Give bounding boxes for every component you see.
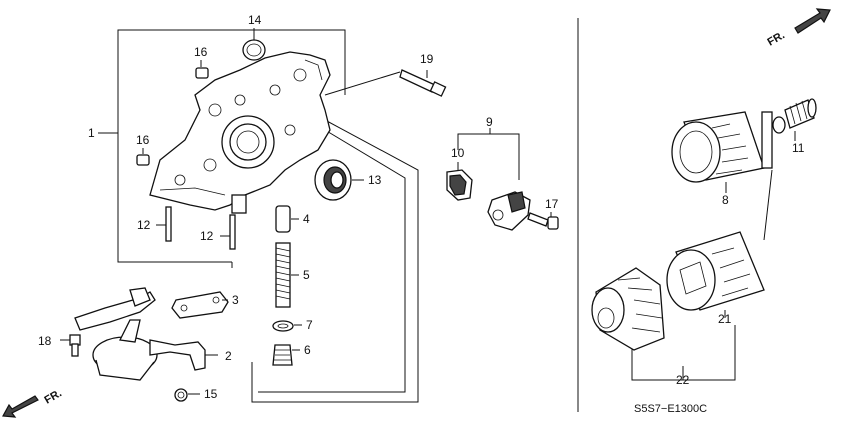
part-label-11: 11 <box>792 141 805 155</box>
part-label-17: 17 <box>545 197 559 211</box>
oil-filter-8-icon <box>671 111 773 183</box>
front-arrow-bottom-icon <box>2 395 39 418</box>
o-ring-14-icon <box>242 39 266 61</box>
part-label-22: 22 <box>676 373 690 387</box>
part-label-10: 10 <box>451 146 465 160</box>
part-label-8: 8 <box>722 193 729 207</box>
diagram-code: S5S7−E1300C <box>634 403 707 415</box>
part-label-16b: 16 <box>136 133 150 147</box>
part-label-21: 21 <box>718 312 732 326</box>
part-label-12b: 12 <box>200 229 214 243</box>
part-number-labels: 1 2 3 4 5 6 7 8 9 10 11 12 12 13 14 15 1… <box>38 13 805 401</box>
stud-bolt-12-icon <box>165 206 236 250</box>
part-label-6: 6 <box>304 343 311 357</box>
sealing-bolt-6-icon <box>272 344 293 366</box>
relief-valve-4-icon <box>275 205 291 233</box>
part-label-18: 18 <box>38 334 52 348</box>
part-label-3: 3 <box>232 293 239 307</box>
oil-filter-22-icon <box>591 267 665 351</box>
front-arrow-top-icon <box>794 8 831 34</box>
part-label-15: 15 <box>204 387 218 401</box>
part-label-5: 5 <box>303 268 310 282</box>
threaded-joint-11-icon <box>772 98 817 134</box>
flange-bolt-19-icon <box>399 69 447 97</box>
part-label-13: 13 <box>368 173 382 187</box>
oil-filter-21-icon <box>666 231 765 311</box>
part-label-7: 7 <box>306 318 313 332</box>
front-label-top: FR. <box>766 29 787 48</box>
oil-strainer-2-icon <box>74 287 206 381</box>
flange-bolt-18-icon <box>69 334 81 357</box>
oil-seal-13-icon <box>314 159 352 201</box>
part-label-4: 4 <box>303 212 310 226</box>
washer-7-icon <box>272 320 294 332</box>
relief-spring-5-icon <box>275 242 291 308</box>
part-label-14: 14 <box>248 13 262 27</box>
part-label-2: 2 <box>225 349 232 363</box>
flange-nut-15-icon <box>174 388 188 402</box>
pressure-switch-10-icon <box>446 169 473 201</box>
part-label-12a: 12 <box>137 218 151 232</box>
oil-pump-body-icon <box>149 51 331 214</box>
front-label-bottom: FR. <box>43 387 64 406</box>
part-label-9: 9 <box>486 115 493 129</box>
part-label-19: 19 <box>420 52 434 66</box>
dowel-pin-16-icon <box>136 67 209 166</box>
group-boundary-lines <box>117 18 736 412</box>
part-label-16a: 16 <box>194 45 208 59</box>
pressure-switch-assembly-9-icon <box>487 191 531 231</box>
bolt-17-icon <box>527 212 559 230</box>
part-label-1: 1 <box>88 126 95 140</box>
gasket-3-icon <box>171 291 229 319</box>
